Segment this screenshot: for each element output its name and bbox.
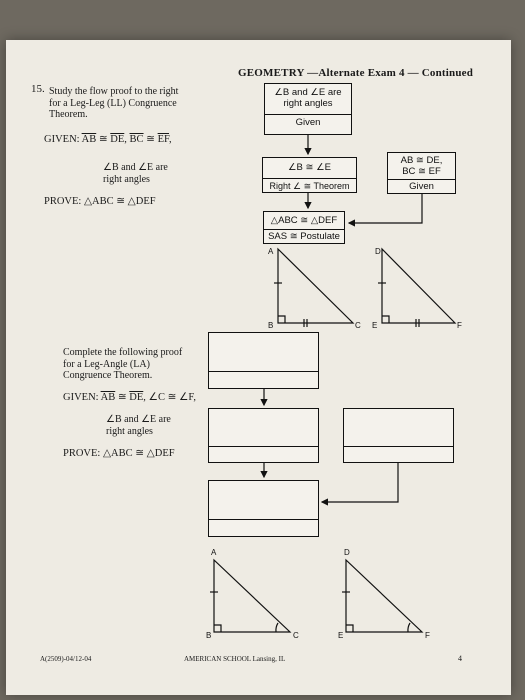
- answer-box-2[interactable]: [208, 408, 319, 463]
- flow-box-given-right-angles: ∠B and ∠E are right angles Given: [264, 83, 352, 135]
- question-15-number: 15.: [31, 83, 45, 95]
- q16-prove-value: △ABC ≅ △DEF: [102, 448, 175, 459]
- q16-line3: Congruence Theorem.: [63, 370, 153, 381]
- flow-box2-statement: ∠B ≅ ∠E: [288, 162, 331, 173]
- q15-seg-ef: EF: [157, 134, 170, 145]
- flow-box1-line1: ∠B and ∠E are: [274, 87, 342, 98]
- q15-given-angles: ∠B and ∠E are right angles: [103, 162, 168, 185]
- q16-prove: PROVE: △ABC ≅ △DEF: [63, 447, 175, 459]
- q15-line3: Theorem.: [49, 109, 88, 120]
- q15-given-label: GIVEN:: [44, 134, 80, 145]
- vertex-c-top: C: [355, 321, 361, 330]
- vertex-f-bottom: F: [425, 631, 430, 640]
- flow-box3-reason: Given: [388, 179, 455, 192]
- answer-box-1-divider: [209, 371, 318, 372]
- q15-seg-ab: AB: [81, 134, 97, 145]
- vertex-d-top: D: [375, 247, 381, 256]
- q16-seg-de: DE: [129, 392, 144, 403]
- q15-angle-line: ∠B and ∠E are: [103, 162, 168, 173]
- q15-seg-de: DE: [110, 134, 125, 145]
- answer-box-4[interactable]: [208, 480, 319, 537]
- flow-box3-line2: BC ≅ EF: [402, 166, 441, 177]
- q16-given-label: GIVEN:: [63, 392, 99, 403]
- flow-box1-line2: right angles: [283, 98, 333, 109]
- right-angle-mark-e-top: [382, 315, 390, 323]
- q16-prove-label: PROVE:: [63, 448, 101, 459]
- right-angle-mark-b-bottom: [214, 624, 222, 632]
- q15-line2: for a Leg-Leg (LL) Congruence: [49, 97, 177, 109]
- flow-box-given-segments: AB ≅ DE, BC ≅ EF Given: [387, 152, 456, 194]
- right-angle-mark-e-bottom: [346, 624, 354, 632]
- triangle-abc-bottom: [213, 558, 292, 633]
- vertex-b-top: B: [268, 321, 273, 330]
- q15-prove-value: △ABC ≅ △DEF: [83, 196, 156, 207]
- q16-right-line: right angles: [106, 425, 153, 437]
- q15-prove-label: PROVE:: [44, 196, 82, 207]
- q15-right-line: right angles: [103, 173, 150, 185]
- q16-line2: for a Leg-Angle (LA): [63, 358, 150, 370]
- flow-box-angle-congruence: ∠B ≅ ∠E Right ∠ ≅ Theorem: [262, 157, 357, 193]
- angle-arc-c: [275, 622, 279, 633]
- question-16-text: Complete the following proof for a Leg-A…: [63, 347, 182, 382]
- vertex-a-top: A: [268, 247, 274, 256]
- q16-given-angles: ∠C ≅ ∠F,: [148, 392, 197, 403]
- flow-box4-statement: △ABC ≅ △DEF: [270, 215, 338, 226]
- answer-box-2-divider: [209, 446, 318, 447]
- triangle-def-top: [381, 247, 457, 324]
- q16-given: GIVEN: AB ≅ DE, ∠C ≅ ∠F,: [63, 392, 197, 403]
- answer-box-3[interactable]: [343, 408, 454, 463]
- q16-angle-line: ∠B and ∠E are: [106, 414, 171, 425]
- flow-box1-reason: Given: [265, 114, 351, 128]
- q15-given: GIVEN: AB ≅ DE, BC ≅ EF,: [44, 134, 172, 145]
- q15-prove: PROVE: △ABC ≅ △DEF: [44, 195, 156, 207]
- vertex-c-bottom: C: [293, 631, 299, 640]
- answer-box-3-divider: [344, 446, 453, 447]
- flow-box-conclusion: △ABC ≅ △DEF SAS ≅ Postulate: [263, 211, 345, 244]
- question-15-text: Study the flow proof to the right for a …: [49, 86, 178, 121]
- vertex-b-bottom: B: [206, 631, 211, 640]
- answer-box-4-divider: [209, 519, 318, 520]
- footer-page-number: 4: [458, 654, 462, 663]
- flow-box4-reason: SAS ≅ Postulate: [264, 229, 344, 242]
- page-header: GEOMETRY —Alternate Exam 4 — Continued: [238, 67, 474, 79]
- diagram-layer: A B C D E F A B C D E F: [206, 135, 462, 640]
- footer-code: A(2509)-04/12-04: [40, 655, 92, 663]
- vertex-f-top: F: [457, 321, 462, 330]
- arrow-answer3-to-answer4: [320, 463, 399, 506]
- answer-box-1[interactable]: [208, 332, 319, 389]
- right-angle-mark-b-top: [278, 315, 286, 323]
- arrow-box3-to-box4: [347, 194, 423, 227]
- exam-page: GEOMETRY —Alternate Exam 4 — Continued 1…: [6, 40, 511, 695]
- vertex-a-bottom: A: [211, 548, 217, 557]
- vertex-e-top: E: [372, 321, 377, 330]
- q15-line1: Study the flow proof to the right: [49, 86, 179, 97]
- q16-seg-ab: AB: [100, 392, 116, 403]
- triangle-def-bottom: [345, 558, 424, 633]
- vertex-d-bottom: D: [344, 548, 350, 557]
- flow-box3-line1: AB ≅ DE,: [400, 155, 443, 166]
- triangle-abc-top: [277, 247, 355, 324]
- q15-seg-bc: BC: [129, 134, 144, 145]
- vertex-e-bottom: E: [338, 631, 343, 640]
- flow-box2-reason: Right ∠ ≅ Theorem: [263, 178, 356, 192]
- q16-given-right: ∠B and ∠E are right angles: [106, 414, 171, 437]
- q16-line1: Complete the following proof: [63, 347, 183, 358]
- angle-arc-f: [407, 622, 411, 633]
- footer-school: AMERICAN SCHOOL Lansing, IL: [184, 655, 286, 663]
